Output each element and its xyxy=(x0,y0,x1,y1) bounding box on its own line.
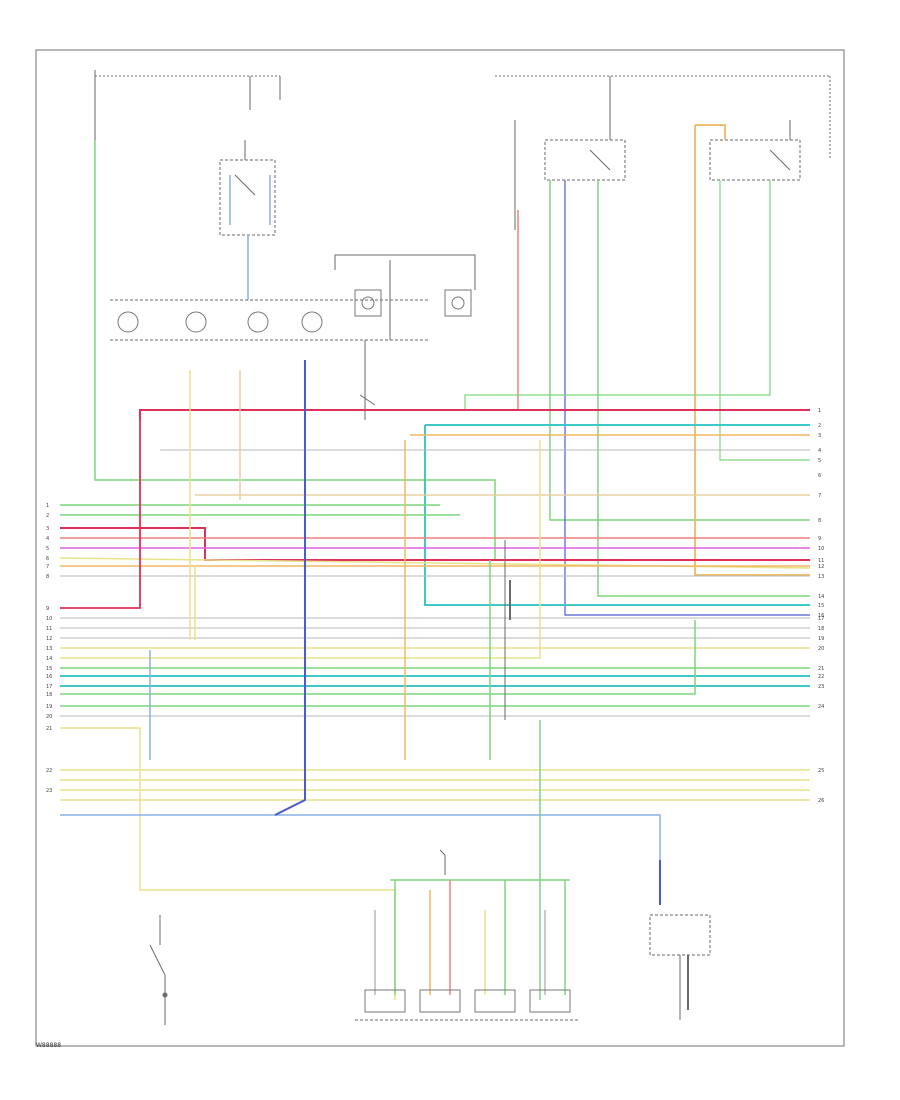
right-pin-number: 21 xyxy=(818,666,824,672)
left-pin-number: 3 xyxy=(46,526,49,532)
right-pin-number: 5 xyxy=(818,458,821,464)
wire-pink-vertical xyxy=(517,210,810,411)
diagram-frame xyxy=(35,49,845,1047)
right-pin-number: 2 xyxy=(818,423,821,429)
wire-red-l xyxy=(60,527,810,561)
gauge-2-icon xyxy=(185,311,207,333)
wire-blue-cluster xyxy=(274,360,306,816)
bottom-right-sender xyxy=(649,914,711,1020)
wire-green-r2 xyxy=(597,180,810,597)
left-pin-number: 11 xyxy=(46,626,52,632)
right-pin-column: 1234567891011121314151617181920212223242… xyxy=(818,408,824,804)
left-pin-number: 17 xyxy=(46,684,52,690)
right-pin-number: 25 xyxy=(818,768,824,774)
right-pin-number: 8 xyxy=(818,518,821,524)
right-pin-number: 23 xyxy=(818,684,824,690)
wire-green-r3 xyxy=(719,180,810,461)
gauge-3-icon xyxy=(247,311,269,333)
right-pin-number: 24 xyxy=(818,704,824,710)
right-pin-number: 15 xyxy=(818,603,824,609)
center-splice xyxy=(489,540,541,1000)
left-pin-number: 20 xyxy=(46,714,52,720)
horizontal-bus xyxy=(59,409,811,1000)
gauge-4-icon xyxy=(301,311,323,333)
wire-blue-r xyxy=(564,180,810,616)
right-pin-number: 13 xyxy=(818,574,824,580)
right-pin-number: 18 xyxy=(818,626,824,632)
left-pin-number: 10 xyxy=(46,616,52,622)
right-pin-number: 26 xyxy=(818,798,824,804)
wire-green-left-main xyxy=(94,140,496,560)
top-right-relays xyxy=(495,75,831,230)
right-pin-number: 16 xyxy=(818,613,824,619)
right-pin-number: 22 xyxy=(818,674,824,680)
wire-green-r1 xyxy=(549,180,810,521)
right-pin-number: 1 xyxy=(818,408,821,414)
left-pin-number: 23 xyxy=(46,788,52,794)
left-pin-number: 2 xyxy=(46,513,49,519)
bottom-left-switch xyxy=(149,915,168,1025)
wire-yellow-l3 xyxy=(60,440,541,659)
right-pin-number: 10 xyxy=(818,546,824,552)
right-pin-number: 4 xyxy=(818,448,821,454)
top-left-power-section xyxy=(94,70,281,236)
indicator-lamp-2 xyxy=(444,289,472,317)
wire-red-l2 xyxy=(60,420,141,609)
left-pin-number: 22 xyxy=(46,768,52,774)
left-pin-number: 19 xyxy=(46,704,52,710)
left-pin-number: 15 xyxy=(46,666,52,672)
left-pin-number: 1 xyxy=(46,503,49,509)
right-pin-number: 6 xyxy=(818,473,821,479)
left-pin-number: 6 xyxy=(46,556,49,562)
wire-cyan-2 xyxy=(424,425,810,606)
injector-4-icon xyxy=(529,989,571,1013)
right-pin-number: 11 xyxy=(818,558,824,564)
left-pin-number: 18 xyxy=(46,692,52,698)
wire-green-l4 xyxy=(60,620,696,695)
wire-yellow-l4 xyxy=(60,727,396,1000)
left-pin-number: 9 xyxy=(46,606,49,612)
wire-green-r4 xyxy=(464,180,771,410)
wire-red-1 xyxy=(139,409,810,420)
left-pin-number: 14 xyxy=(46,656,52,662)
right-pin-number: 20 xyxy=(818,646,824,652)
left-pin-number: 8 xyxy=(46,574,49,580)
right-pin-number: 17 xyxy=(818,616,824,622)
right-pin-number: 3 xyxy=(818,433,821,439)
left-pin-number: 12 xyxy=(46,636,52,642)
right-pin-number: 14 xyxy=(818,594,824,600)
indicator-lamp-1 xyxy=(354,289,382,317)
page-id: W88888 xyxy=(36,1042,62,1049)
right-pin-number: 12 xyxy=(818,564,824,570)
left-pin-number: 16 xyxy=(46,674,52,680)
injector-1-icon xyxy=(364,989,406,1013)
left-pin-number: 5 xyxy=(46,546,49,552)
right-pin-number: 19 xyxy=(818,636,824,642)
left-pin-number: 21 xyxy=(46,726,52,732)
injector-2-icon xyxy=(419,989,461,1013)
left-pin-number: 7 xyxy=(46,564,49,570)
right-pin-number: 7 xyxy=(818,493,821,499)
left-pin-number: 4 xyxy=(46,536,49,542)
instrument-cluster xyxy=(110,254,476,420)
left-pin-number: 13 xyxy=(46,646,52,652)
wire-orange-r xyxy=(695,124,726,140)
wire-light-blue-b xyxy=(60,814,661,905)
wire-orange-r-down xyxy=(694,125,810,576)
right-pin-number: 9 xyxy=(818,536,821,542)
gauge-1-icon xyxy=(117,311,139,333)
fuel-injectors xyxy=(355,849,580,1021)
injector-3-icon xyxy=(474,989,516,1013)
